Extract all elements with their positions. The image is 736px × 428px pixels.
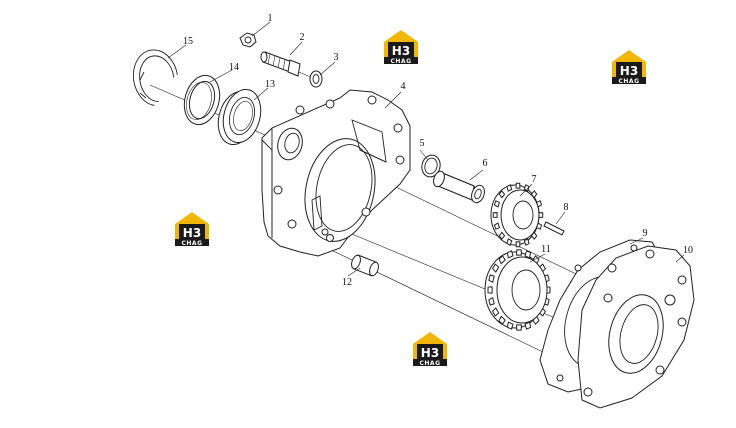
part-3-washer xyxy=(309,70,323,88)
label-12: 12 xyxy=(342,277,352,288)
part-10-cover xyxy=(577,245,695,409)
gear-tooth xyxy=(492,263,500,273)
gear-tooth xyxy=(488,297,495,306)
gear-tooth xyxy=(498,190,506,199)
gear-tooth xyxy=(516,324,522,331)
label-8: 8 xyxy=(564,202,569,213)
gear-tooth xyxy=(493,222,501,230)
label-4: 4 xyxy=(401,81,406,92)
gear-tooth xyxy=(492,212,498,218)
watermark-logo-top: H3 xyxy=(620,64,638,78)
gear-tooth xyxy=(493,200,501,208)
gear-tooth xyxy=(515,241,521,248)
label-13: 13 xyxy=(265,79,275,90)
gear-tooth xyxy=(488,274,495,283)
label-5: 5 xyxy=(420,138,425,149)
label-10: 10 xyxy=(683,245,693,256)
label-1: 1 xyxy=(268,13,273,24)
part-4-pump-housing xyxy=(261,89,411,257)
gear-tooth xyxy=(524,250,532,259)
watermark-logo-top: H3 xyxy=(421,346,439,360)
label-15: 15 xyxy=(183,36,193,47)
label-3: 3 xyxy=(334,52,339,63)
part-1-nut xyxy=(239,32,257,48)
gear-tooth xyxy=(487,286,493,294)
label-7: 7 xyxy=(532,174,537,185)
label-11: 11 xyxy=(541,244,551,255)
watermark-logo-top: H3 xyxy=(392,44,410,58)
gear-tooth xyxy=(523,238,530,246)
label-14: 14 xyxy=(229,62,239,73)
part-13-bearing xyxy=(217,89,262,145)
part-12-dowel xyxy=(351,254,379,277)
gear-tooth xyxy=(506,184,513,192)
watermark-logo-top: H3 xyxy=(183,226,201,240)
gear-tooth xyxy=(516,249,522,256)
gear-tooth xyxy=(523,184,530,192)
part-14-washer xyxy=(183,74,221,126)
gear-tooth xyxy=(498,315,506,325)
gear-tooth xyxy=(524,321,532,330)
watermark-logo-bottom: CHAG xyxy=(619,78,640,85)
gear-tooth xyxy=(506,250,514,259)
part-labels: 1 2 3 4 5 6 7 8 9 10 11 12 13 14 15 xyxy=(183,13,693,288)
gear-tooth xyxy=(515,182,521,189)
part-8-pin xyxy=(543,221,565,236)
gear-tooth xyxy=(506,321,514,330)
gear-tooth xyxy=(506,238,513,246)
part-7-drive-gear xyxy=(490,182,544,248)
label-6: 6 xyxy=(483,158,488,169)
gear-tooth xyxy=(498,255,506,265)
label-9: 9 xyxy=(643,228,648,239)
part-15-snap-ring xyxy=(132,49,178,106)
watermark-logo-bottom: CHAG xyxy=(182,240,203,247)
part-2-screw xyxy=(260,51,301,77)
part-6-bushing xyxy=(433,170,485,204)
label-2: 2 xyxy=(300,32,305,43)
part-5-o-ring xyxy=(421,154,441,178)
watermark-logo-bottom: CHAG xyxy=(391,58,412,65)
part-11-driven-gear xyxy=(484,249,551,331)
gear-tooth xyxy=(498,231,506,240)
gear-tooth xyxy=(492,307,500,317)
leader-lines xyxy=(167,21,685,277)
watermark-logo-bottom: CHAG xyxy=(420,360,441,367)
